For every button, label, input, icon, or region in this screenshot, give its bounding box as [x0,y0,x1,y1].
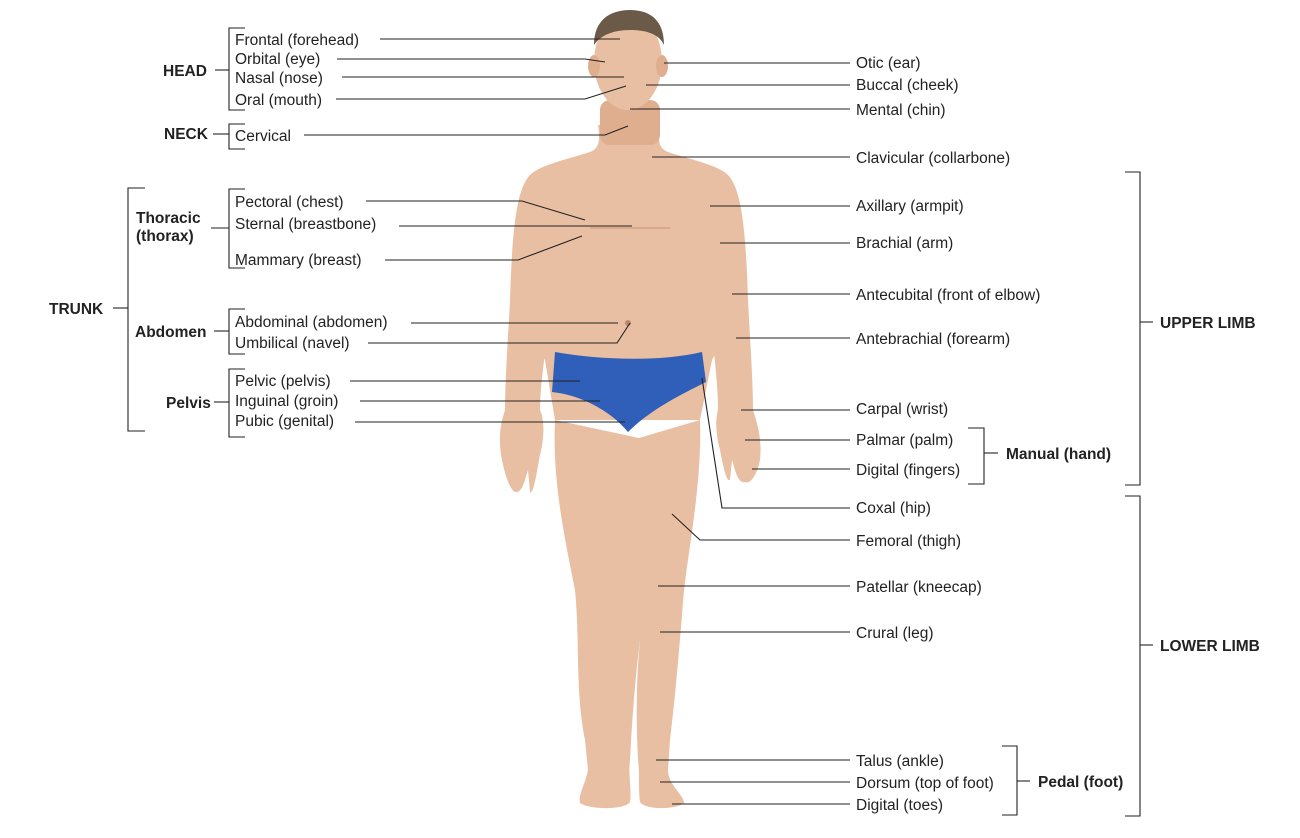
left-brackets [113,27,245,438]
trunk-bracket [127,187,145,432]
group-head: HEAD [163,63,207,80]
label-nasal: Nasal (nose) [235,70,323,87]
label-abdominal: Abdominal (abdomen) [235,314,388,331]
label-inguinal: Inguinal (groin) [235,393,338,410]
right-labels: Otic (ear) Buccal (cheek) Mental (chin) … [630,55,1040,814]
right-arm [709,175,761,483]
label-dorsum: Dorsum (top of foot) [856,775,994,792]
torso [519,125,739,420]
pelvis-bracket [228,368,245,438]
label-talus: Talus (ankle) [856,753,944,770]
pedal-bracket [1002,745,1018,816]
left-group-labels: HEAD NECK TRUNK Thoracic (thorax) Abdome… [49,63,211,412]
group-thoracic-sub: (thorax) [136,228,194,245]
label-umbilical: Umbilical (navel) [235,335,350,352]
label-clavicular: Clavicular (collarbone) [856,150,1010,167]
left-arm [499,175,551,493]
head-shape [594,14,662,110]
group-manual: Manual (hand) [1006,446,1111,463]
left-ear [588,55,600,77]
label-mammary: Mammary (breast) [235,252,362,269]
label-antebrachial: Antebrachial (forearm) [856,331,1010,348]
label-oral: Oral (mouth) [235,92,322,109]
label-pubic: Pubic (genital) [235,413,334,430]
left-labels: Frontal (forehead) Orbital (eye) Nasal (… [235,32,632,430]
label-digital-toes: Digital (toes) [856,797,943,814]
label-digital-fingers: Digital (fingers) [856,462,960,479]
right-ear [656,55,668,77]
label-frontal: Frontal (forehead) [235,32,359,49]
left-leg [554,420,648,809]
lower-limb-bracket [1125,495,1141,817]
upper-limb-bracket [1125,171,1141,486]
group-trunk: TRUNK [49,301,104,318]
briefs [552,352,706,432]
group-upper-limb: UPPER LIMB [1160,315,1256,332]
label-mental: Mental (chin) [856,102,946,119]
label-axillary: Axillary (armpit) [856,198,964,215]
group-pelvis: Pelvis [166,395,211,412]
label-orbital: Orbital (eye) [235,51,320,68]
group-abdomen: Abdomen [135,324,206,341]
body-figure [499,10,761,809]
label-palmar: Palmar (palm) [856,432,953,449]
label-carpal: Carpal (wrist) [856,401,948,418]
neck-bracket [228,123,245,150]
group-thoracic: Thoracic [136,210,201,227]
label-sternal: Sternal (breastbone) [235,216,376,233]
label-brachial: Brachial (arm) [856,235,953,252]
label-cervical: Cervical [235,128,291,145]
hair [594,10,664,45]
neck-shape [600,100,660,145]
manual-bracket [968,427,985,485]
group-lower-limb: LOWER LIMB [1160,638,1260,655]
right-leg [632,420,701,809]
label-pelvic: Pelvic (pelvis) [235,373,331,390]
label-femoral: Femoral (thigh) [856,533,961,550]
label-buccal: Buccal (cheek) [856,77,959,94]
label-patellar: Patellar (kneecap) [856,579,982,596]
group-neck: NECK [164,126,209,143]
label-crural: Crural (leg) [856,625,934,642]
right-brackets [968,171,1153,817]
group-pedal: Pedal (foot) [1038,774,1123,791]
label-otic: Otic (ear) [856,55,921,72]
right-group-labels: UPPER LIMB Manual (hand) LOWER LIMB Peda… [1006,315,1260,791]
label-pectoral: Pectoral (chest) [235,194,344,211]
label-antecubital: Antecubital (front of elbow) [856,287,1040,304]
label-coxal: Coxal (hip) [856,500,931,517]
head-bracket [228,27,245,111]
